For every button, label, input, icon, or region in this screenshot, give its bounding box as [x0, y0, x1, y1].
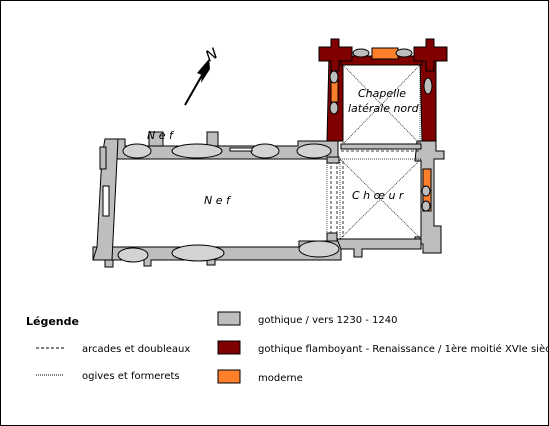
window-opening	[296, 143, 332, 159]
choir-ogive	[339, 158, 422, 240]
label-nef: N e f	[204, 194, 232, 207]
pier	[326, 156, 340, 164]
legend-title: Légende	[26, 315, 79, 328]
legend-swatch-gothique	[217, 311, 241, 326]
window-opening	[117, 247, 149, 263]
window-slit	[102, 185, 110, 217]
legend-swatch-flamboyant	[217, 340, 241, 355]
vault-ribs-chapel	[326, 64, 422, 240]
north-arrow-label: N	[202, 44, 221, 65]
legend-swatch-moderne	[217, 369, 241, 384]
window-opening	[171, 143, 223, 159]
north-arrow: N	[184, 44, 221, 106]
window-opening	[395, 48, 413, 58]
nave-buttress	[206, 131, 219, 147]
chapel-buttress-nw	[318, 38, 353, 72]
legend-line-label: arcades et doubleaux	[82, 344, 190, 355]
chapel-buttress-ne	[413, 38, 448, 72]
chapel-ogive	[342, 64, 421, 145]
modern-window	[371, 47, 399, 60]
window-opening	[421, 185, 431, 197]
legend-swatch-label: gothique / vers 1230 - 1240	[258, 315, 398, 326]
legend: Légende arcades et doubleaux ogives et f…	[26, 311, 548, 384]
legend-swatch-label: gothique flamboyant - Renaissance / 1ère…	[258, 343, 548, 355]
nave-windows	[117, 143, 340, 263]
window-opening	[122, 143, 152, 159]
modern-windows	[330, 47, 432, 212]
label-nef-north: N e f	[147, 129, 175, 142]
chapel-vault-formerets	[342, 64, 421, 145]
window-slit	[229, 147, 253, 152]
window-opening	[329, 101, 339, 115]
legend-line-label: ogives et formerets	[82, 371, 180, 382]
chapel-divider	[340, 143, 422, 150]
arcades-doubleaux	[330, 150, 421, 237]
north-arrow-head	[197, 59, 210, 83]
window-opening	[298, 240, 340, 258]
label-chapelle-line2: latérale nord	[348, 102, 420, 115]
window-opening	[423, 77, 433, 95]
nave-buttress	[148, 131, 164, 147]
label-choeur: C h œ u r	[352, 189, 405, 202]
pier	[326, 232, 338, 242]
legend-swatch-label: moderne	[258, 373, 303, 384]
choir-vault-formerets	[339, 158, 422, 240]
chapel-ogive	[342, 64, 421, 145]
window-opening	[329, 70, 339, 84]
label-chapelle-line1: Chapelle	[358, 87, 406, 100]
window-opening	[421, 200, 431, 212]
window-opening	[250, 143, 280, 159]
window-opening	[171, 244, 225, 262]
nave-buttress	[99, 146, 107, 170]
window-opening	[352, 48, 370, 58]
choir-south-wall	[336, 238, 422, 258]
